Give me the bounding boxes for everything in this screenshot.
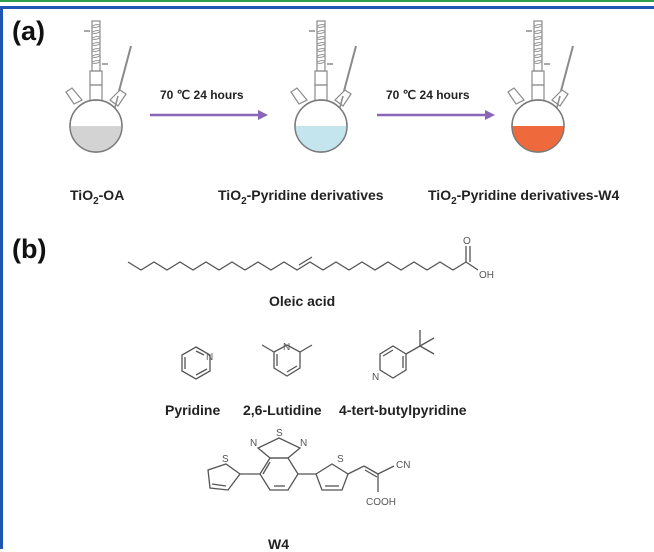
w4-n-right: N	[300, 438, 307, 449]
w4-s-thiophene-left: S	[222, 454, 229, 465]
w4-s-thiophene-right: S	[337, 454, 344, 465]
pyridine-name: Pyridine	[165, 402, 221, 418]
lutidine-name: 2,6-Lutidine	[243, 402, 322, 418]
caption-tio2-pyridine: TiO2-Pyridine derivatives	[218, 187, 384, 207]
w4-cn-group: CN	[396, 460, 410, 471]
left-blue-rule	[0, 6, 3, 549]
condition-2: 70 ℃ 24 hours	[386, 88, 470, 102]
lutidine-n-atom: N	[283, 342, 290, 353]
pyridine-structure	[181, 346, 211, 380]
oleic-oh-atom: OH	[479, 270, 494, 281]
oleic-acid-name: Oleic acid	[269, 293, 336, 309]
reaction-arrow-1	[150, 110, 268, 120]
panel-a-label: (a)	[12, 16, 45, 46]
panel-b-label: (b)	[12, 234, 47, 264]
tbutylpyridine-structure	[379, 330, 435, 379]
top-green-rule	[0, 0, 654, 2]
top-blue-rule	[0, 6, 654, 9]
w4-cooh-group: COOH	[366, 497, 396, 508]
w4-name: W4	[268, 536, 289, 552]
w4-structure	[207, 437, 395, 492]
tbutylpyridine-n-atom: N	[372, 372, 379, 383]
w4-n-left: N	[250, 438, 257, 449]
flask-1	[65, 20, 132, 153]
lutidine-structure	[261, 344, 313, 377]
oleic-o-atom: O	[463, 236, 471, 247]
flask-2	[290, 20, 357, 153]
caption-tio2-oa: TiO2-OA	[70, 187, 125, 207]
condition-1: 70 ℃ 24 hours	[160, 88, 244, 102]
tbutylpyridine-name: 4-tert-butylpyridine	[339, 402, 467, 418]
flask-3	[507, 20, 574, 153]
w4-s-thiadiazole: S	[276, 428, 283, 439]
caption-tio2-pyridine-w4: TiO2-Pyridine derivatives-W4	[428, 187, 620, 207]
reaction-arrow-2	[377, 110, 495, 120]
pyridine-n-atom: N	[206, 352, 213, 363]
oleic-acid-structure	[127, 246, 479, 271]
